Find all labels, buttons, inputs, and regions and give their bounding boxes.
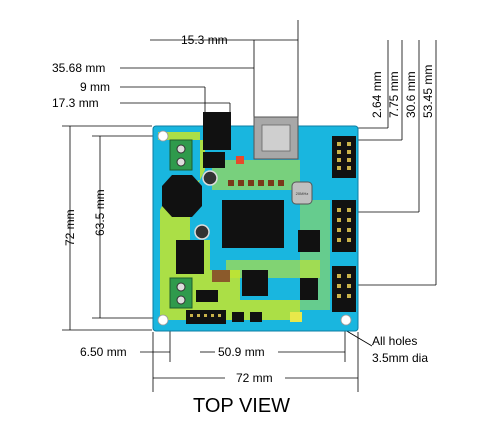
dimension-lines	[62, 20, 437, 392]
dim-height-total: 72 mm	[63, 209, 77, 246]
dim-right-1: 2.64 mm	[370, 71, 384, 118]
dim-left-offset-2: 9 mm	[80, 80, 110, 94]
dim-top-width: 15.3 mm	[181, 33, 228, 47]
dim-bottom-offset: 6.50 mm	[80, 345, 127, 359]
dim-height-holes: 63.5 mm	[93, 189, 107, 236]
board-components: 20MHz	[162, 112, 356, 324]
svg-text:20MHz: 20MHz	[296, 191, 309, 196]
dim-right-3: 30.6 mm	[404, 71, 418, 118]
dim-bottom-holes: 50.9 mm	[218, 345, 265, 359]
holes-note-line2: 3.5mm dia	[372, 351, 428, 365]
dim-bottom-total: 72 mm	[236, 371, 273, 385]
dim-left-offset-3: 17.3 mm	[52, 96, 99, 110]
caption-top-view: TOP VIEW	[193, 395, 290, 417]
dim-right-4: 53.45 mm	[421, 65, 435, 118]
holes-note-line1: All holes	[372, 334, 417, 348]
dim-right-2: 7.75 mm	[387, 71, 401, 118]
dim-left-offset-1: 35.68 mm	[52, 61, 105, 75]
